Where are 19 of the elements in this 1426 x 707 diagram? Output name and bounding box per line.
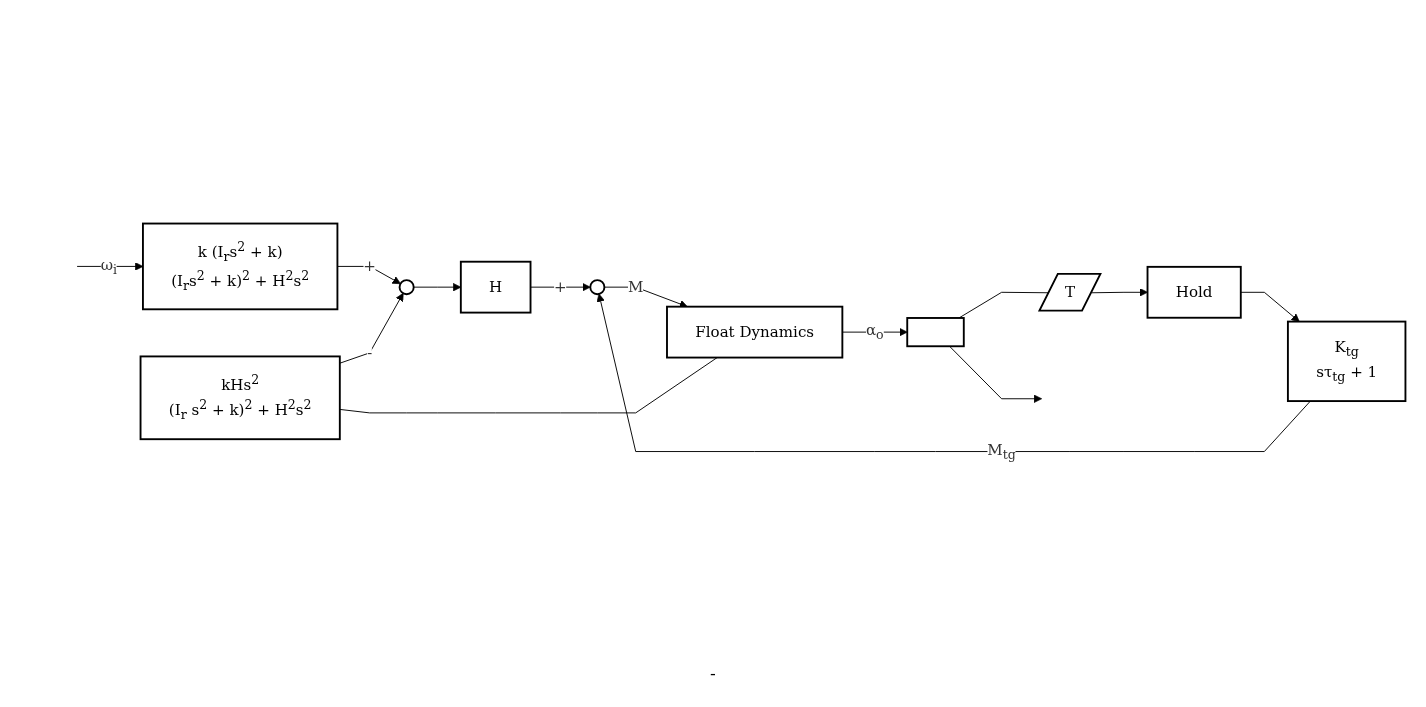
edge-label: M xyxy=(627,277,644,296)
node-box: kHs$^{2}$ (I$_{r}$ s$^{2}$ + k)$^{2}$ + H$^{2}$s$^{2}$ xyxy=(139,355,341,441)
node-box xyxy=(906,317,965,348)
node-box: Float Dynamics xyxy=(666,305,844,359)
node-box: Hold xyxy=(1146,265,1242,319)
node-circle xyxy=(589,279,606,296)
connector xyxy=(339,357,718,414)
edge-label: + xyxy=(363,257,377,275)
edge-label: α$_{o}$ xyxy=(865,321,884,343)
edge-label: M$_{tg}$ xyxy=(987,440,1016,462)
node-box: k (I$_{r}$s$^{2}$ + k) (I$_{r}$s$^{2}$ + k)$^{2}$ + H$^{2}$s$^{2}$ xyxy=(142,222,339,311)
sign-label: - xyxy=(710,664,716,683)
connector xyxy=(958,291,1050,319)
node-box: H xyxy=(459,260,532,314)
edge-label: - xyxy=(367,343,373,362)
node-circle xyxy=(398,279,415,296)
edge-label: ω$_{i}$ xyxy=(100,255,117,277)
edge-label: + xyxy=(554,277,567,296)
node-box: K$_{tg}$ sτ$_{tg}$ + 1 xyxy=(1286,320,1407,403)
